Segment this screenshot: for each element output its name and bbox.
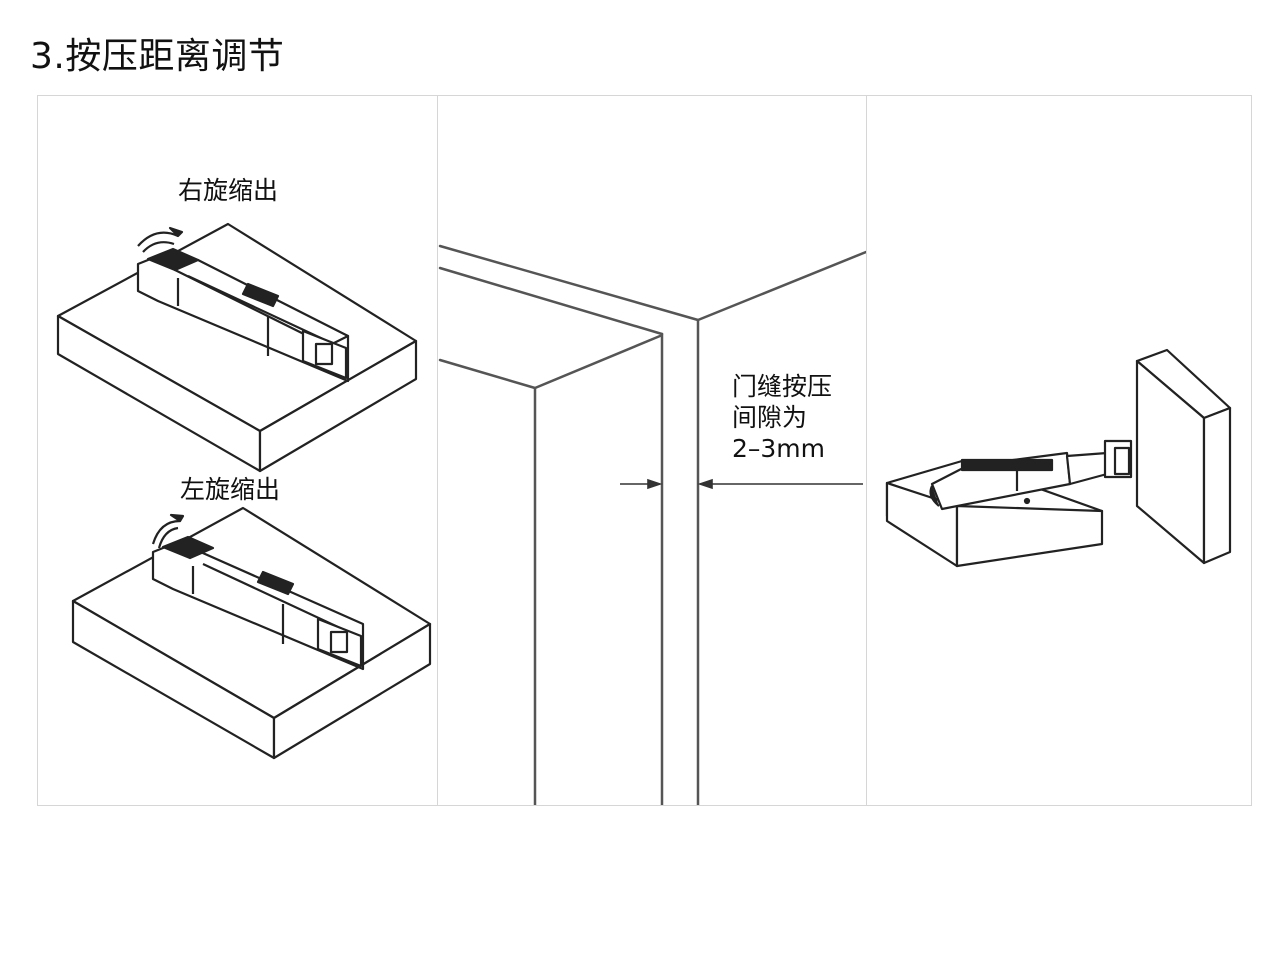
door-gap-panel: 门缝按压 间隙为 2–3mm (437, 95, 867, 806)
page-title: 3.按压距离调节 (30, 36, 285, 77)
gap-label-line: 间隙为 (732, 403, 808, 432)
gap-label-line: 门缝按压 (732, 372, 833, 401)
rotation-adjust-panel: 右旋缩出 左旋缩出 (37, 95, 438, 806)
bottom-push-latch (151, 513, 365, 671)
gap-dimension-arrows (620, 478, 863, 490)
gap-label: 门缝按压 间隙为 2–3mm (732, 371, 832, 464)
top-push-latch (136, 226, 350, 383)
door-top-right-edge (533, 334, 662, 390)
cabinet-corner-illustration (438, 244, 866, 805)
rotation-illustration (56, 222, 432, 760)
cabinet-right-top-edge (696, 250, 866, 322)
rotate-right-label: 右旋缩出 (178, 176, 279, 205)
door-slab (1135, 348, 1232, 565)
cabinet-top-inner-edge (438, 266, 664, 336)
gap-label-line: 2–3mm (732, 434, 826, 463)
rotate-left-label: 左旋缩出 (180, 475, 281, 504)
top-board (56, 222, 418, 473)
door-top-left-edge (438, 358, 537, 390)
cabinet-top-edge (438, 244, 700, 322)
latch-installed-illustration (885, 348, 1232, 568)
bottom-board (71, 506, 432, 760)
installed-push-latch (929, 439, 1133, 511)
latch-installed-panel (866, 95, 1252, 806)
